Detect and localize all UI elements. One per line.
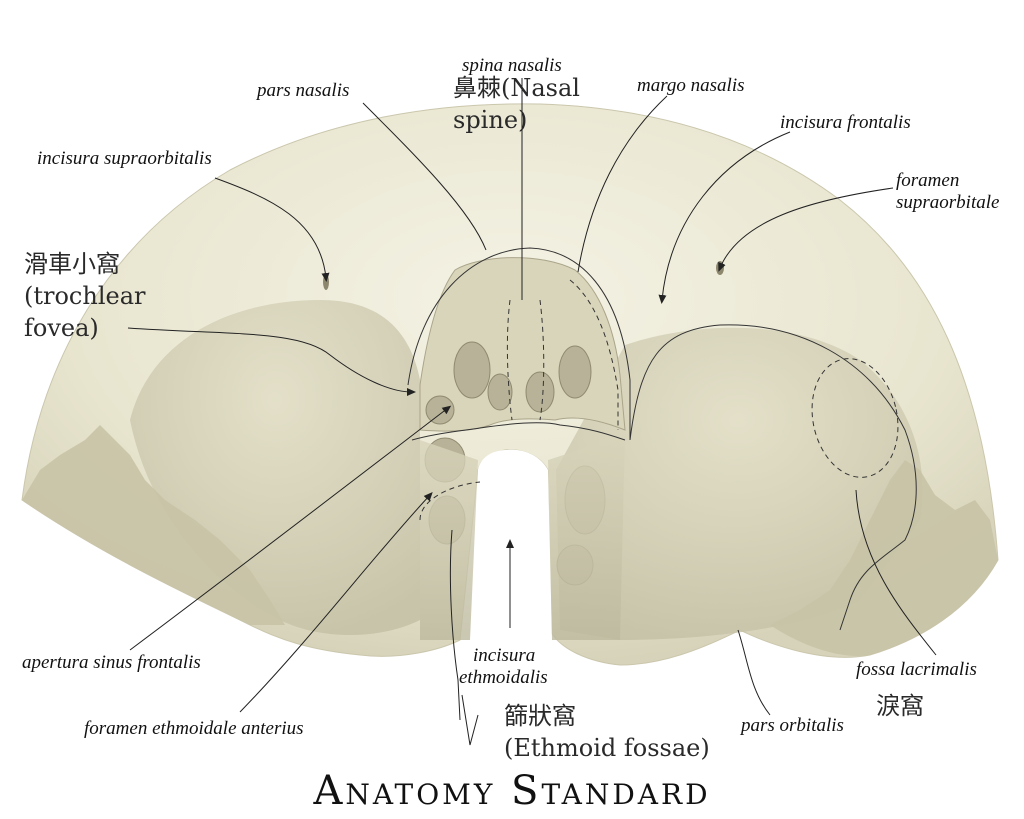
label-supraorbitale: supraorbitale bbox=[896, 192, 1000, 213]
label-pars-orbitalis: pars orbitalis bbox=[741, 715, 844, 736]
notch-right-wall bbox=[548, 435, 625, 640]
label-spina-nasalis: spina nasalis bbox=[462, 55, 562, 76]
label-ethmoid-translation: 篩狀窩 (Ethmoid fossae) bbox=[504, 700, 710, 764]
label-incisura-frontalis: incisura frontalis bbox=[780, 112, 911, 133]
leader-trochlear bbox=[127, 327, 416, 396]
ethmoid-line-1: 篩狀窩 bbox=[504, 702, 576, 730]
ethmoid-line-2: (Ethmoid fossae) bbox=[504, 734, 710, 762]
label-incisura: incisura bbox=[473, 645, 536, 666]
label-lacrimal-translation: 淚窩 bbox=[876, 692, 924, 720]
right-zygomatic-process-edge bbox=[770, 460, 998, 656]
label-trochlear-translation: 滑車小窩 (trochlear fovea) bbox=[24, 248, 146, 344]
label-fossa-lacrimalis: fossa lacrimalis bbox=[856, 659, 977, 680]
nasal-spine-line-1: 鼻棘(Nasal bbox=[453, 74, 580, 102]
trochlear-line-3: fovea) bbox=[24, 314, 99, 342]
label-apertura-sinus-frontalis: apertura sinus frontalis bbox=[22, 652, 201, 673]
leader-ethmoid-fossae bbox=[449, 529, 479, 746]
left-zygomatic-process-edge bbox=[22, 425, 285, 625]
ethmoidal-notch bbox=[470, 449, 552, 655]
right-orbit-outline bbox=[629, 324, 917, 631]
fossa-lacrimalis-dashed bbox=[811, 358, 899, 478]
leader-fossa-lacrimalis bbox=[855, 489, 937, 656]
label-incisura-supraorbitalis: incisura supraorbitalis bbox=[37, 148, 212, 169]
notch-left-wall bbox=[420, 440, 478, 640]
label-pars-nasalis: pars nasalis bbox=[257, 80, 350, 101]
label-foramen-ethmoidale-anterius: foramen ethmoidale anterius bbox=[84, 718, 304, 739]
margo-nasalis-dashed bbox=[569, 279, 619, 430]
label-foramen: foramen bbox=[896, 170, 960, 191]
brand-title: Anatomy Standard bbox=[313, 768, 711, 814]
label-ethmoidalis: ethmoidalis bbox=[459, 667, 548, 688]
right-orbital-roof bbox=[556, 327, 923, 640]
nasal-part-outline bbox=[407, 247, 631, 440]
spine-dashed bbox=[506, 299, 545, 421]
label-nasal-spine-translation: 鼻棘(Nasal spine) bbox=[453, 72, 580, 136]
left-notch-outline bbox=[411, 422, 626, 441]
leader-incisura-supraorbitalis bbox=[214, 177, 330, 282]
label-margo-nasalis: margo nasalis bbox=[637, 75, 745, 96]
leader-apertura bbox=[129, 405, 452, 651]
leader-margo-nasalis bbox=[577, 95, 668, 273]
leader-foramen-supraorbitale bbox=[718, 187, 894, 272]
trochlear-line-1: 滑車小窩 bbox=[24, 250, 120, 278]
trochlear-line-2: (trochlear bbox=[24, 282, 146, 310]
leader-pars-nasalis bbox=[362, 102, 487, 251]
leader-incisura-frontalis bbox=[658, 131, 791, 304]
ethmoidale-dashed bbox=[419, 481, 481, 521]
nasal-spine-line-2: spine) bbox=[453, 106, 528, 134]
leader-pars-orbitalis bbox=[737, 629, 771, 716]
leader-foramen-ethmoidale bbox=[239, 492, 433, 713]
